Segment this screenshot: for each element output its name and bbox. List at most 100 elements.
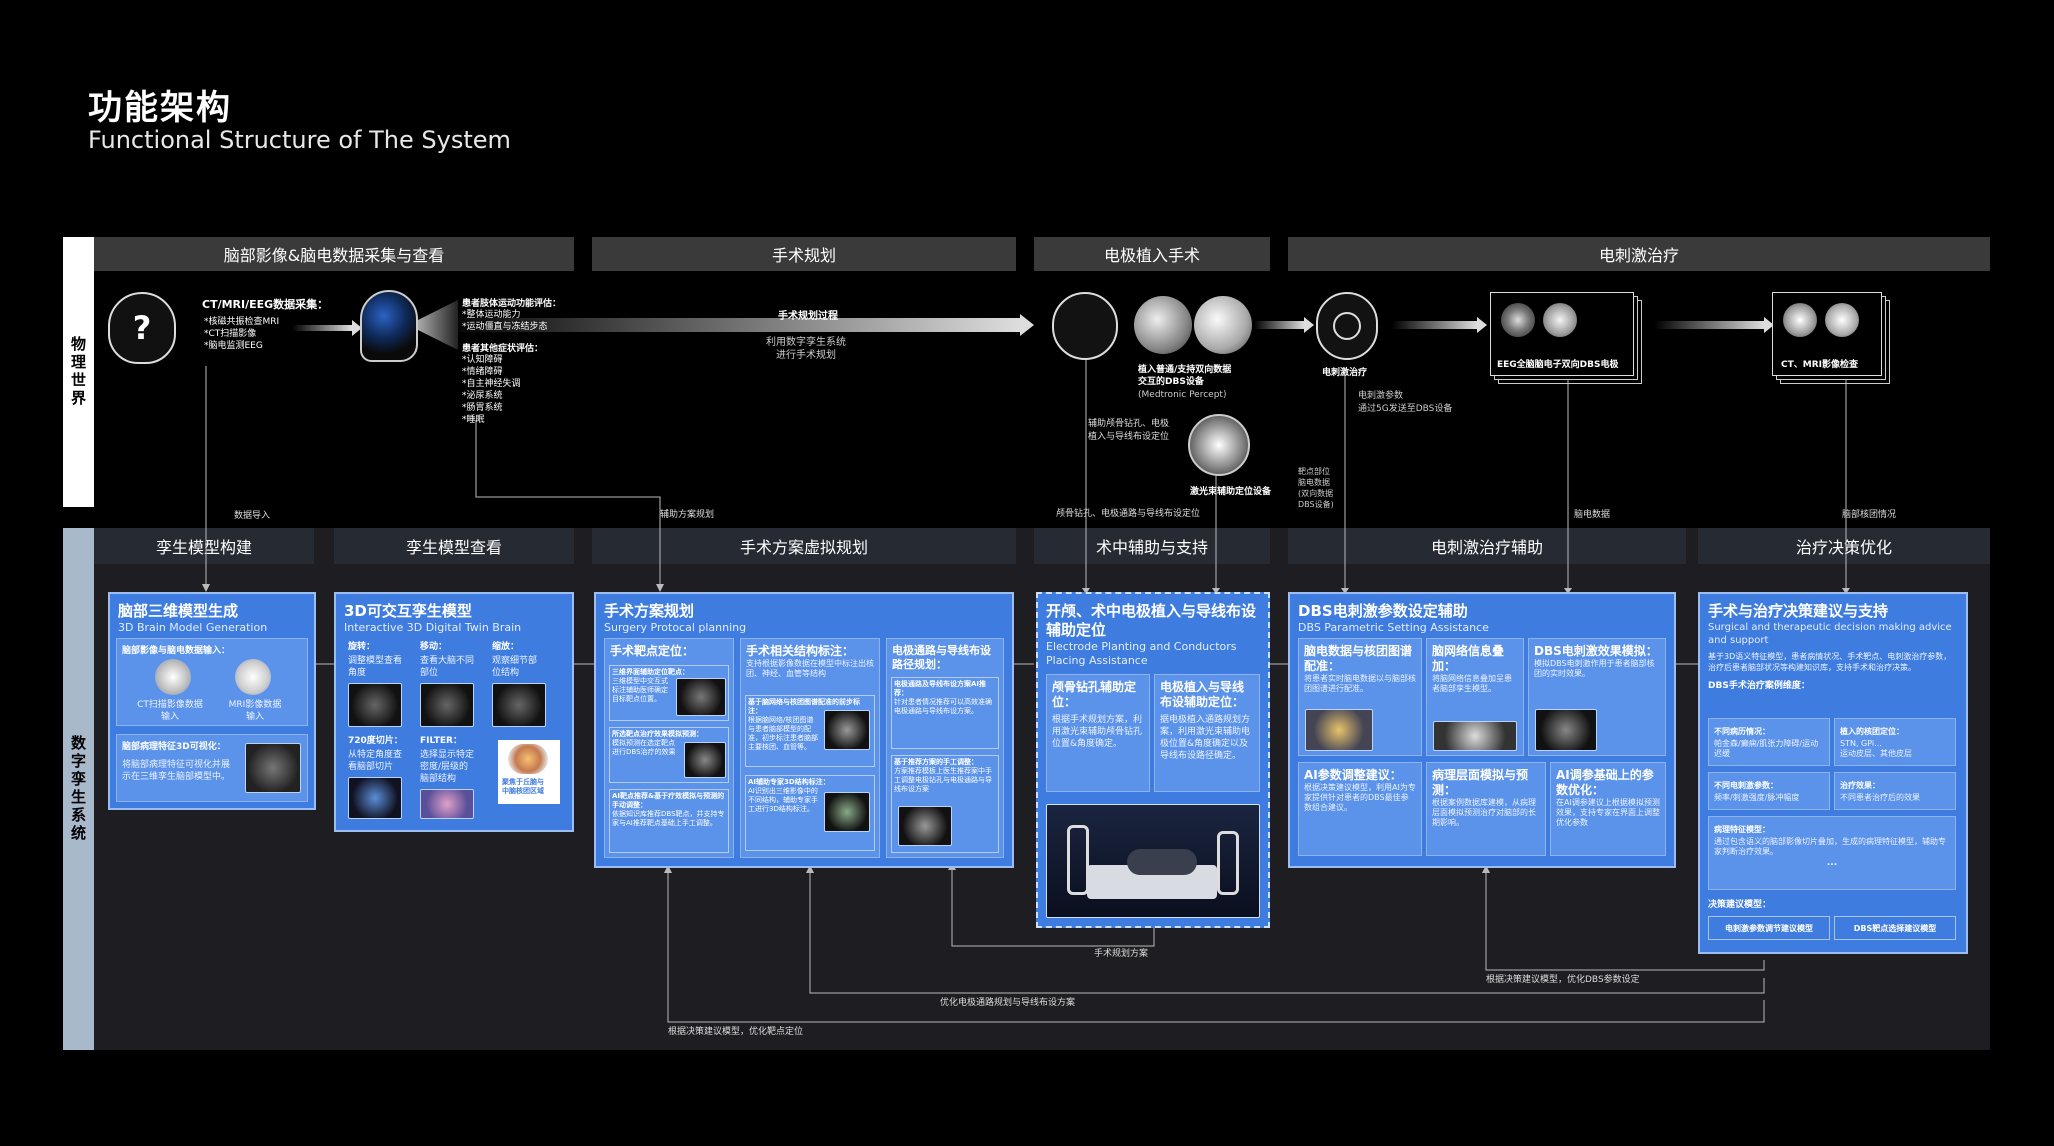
dbs-target-model-button[interactable]: DBS靶点选择建议模型 [1834,916,1956,940]
rotate-block[interactable]: 旋转： 调整模型查看 角度 [348,640,418,727]
b4-box[interactable]: 基于脑网络与核团图谱配准的前步标注： 根据脑网络/核团图谱与患者脑部模型的配准，… [745,695,875,767]
stim-sub: 电刺激参数 通过5G发送至DBS设备 [1358,391,1453,414]
p3-title: DBS电刺激效果模拟： [1534,644,1658,658]
other-item: *认知障碍 [462,355,503,365]
d5-text: 通过包含语义的脑部影像切片叠加，生成的病理特征模型，辅助专家判断治疗效果。 [1714,837,1946,856]
b1-thumbnail [676,678,726,716]
note-skull: 颅骨钻孔、电极通路与导线布设定位 [1056,509,1201,519]
card-dbs-param-setting[interactable]: DBS电刺激参数设定辅助 DBS Parametric Setting Assi… [1288,592,1676,868]
d1-box: 不同病历情况： 帕金森/癫痫/肌张力障碍/运动迟缓 [1708,718,1830,766]
b3-text: 依据知识库推荐DBS靶点，并支持专家与AI推荐靶点基础上手工调整。 [612,810,725,827]
motor-block: 患者肢体运动功能评估： *整体运动能力 *运动僵直与冻结步态 患者其他症状评估：… [462,296,561,426]
rotate-text: 调整模型查看 角度 [348,656,403,678]
page-title: 功能架构 [88,88,232,128]
b1-box[interactable]: 三维界面辅助定位靶点： 三维模型中交互式标注辅助医师确定目标靶点位置。 [609,665,729,721]
device-label: 植入普通/支持双向数据 交互的DBS设备 [1138,365,1232,387]
card-brain-model-generation[interactable]: 脑部三维模型生成 3D Brain Model Generation 脑部影像与… [108,592,316,810]
eeg-device-icon [1543,303,1577,337]
b3-box[interactable]: AI靶点推荐&基于疗效模拟与预测的手动调整： 依据知识库推荐DBS靶点，并支持专… [609,789,729,853]
col1-title: 手术靶点定位： [610,644,695,658]
electrode-assist-box: 电极植入与导线布设辅助定位： 据电极植入通路规划方案，利用激光束辅助电极位置&角… [1154,674,1260,792]
card-digital-twin-view[interactable]: 3D可交互孪生模型 Interactive 3D Digital Twin Br… [334,592,574,832]
slice-thumbnail [348,777,402,819]
mri-scanner-icon [1825,303,1859,337]
card3-title: 手术方案规划 [604,602,695,620]
card1-mri-label: MRI影像数据 输入 [228,700,282,722]
phase-header-stimulation: 电刺激治疗 [1288,237,1990,271]
card4-sub: Electrode Planting and Conductors Placin… [1046,640,1237,667]
drill-label: 辅助颅骨钻孔、电极 植入与导线布设定位 [1088,419,1170,442]
b4-thumbnail [824,710,870,750]
p4-box[interactable]: AI参数调整建议： 根据决策建议模型，利用AI为专家提供针对患者的DBS最佳参数… [1298,762,1422,856]
acq-item: *脑电监测EEG [204,341,263,351]
operating-room-image [1046,804,1260,918]
motor-item: *整体运动能力 [462,310,521,320]
note-nucleus: 脑部核团情况 [1842,510,1897,520]
stim-param-model-button[interactable]: 电刺激参数调节建议模型 [1708,916,1830,940]
structure-label-col: 手术相关结构标注： 支持根据影像数据在模型中标注出核团、神经、血管等结构 基于脑… [740,638,880,858]
p3-box[interactable]: DBS电刺激效果模拟： 模拟DBS电刺激作用于患者脑部核团的实时效果。 [1528,638,1666,756]
b6-box[interactable]: 电极通路及导线布设方案AI推荐： 针对患者情况推荐可以高效准确电极通路与导线布设… [891,677,999,749]
laser-label: 激光束辅助定位设备 [1190,487,1272,497]
phase-header-implant: 电极植入手术 [1034,237,1270,271]
p1-box[interactable]: 脑电数据与核团图谱配准： 将患者实时脑电数据以与脑部核团图谱进行配准。 [1298,638,1422,756]
card1-input-box: 脑部影像与脑电数据输入： CT扫描影像数据 输入 MRI影像数据 输入 [116,638,308,726]
d4-text: 不同患者治疗后的效果 [1840,793,1920,802]
other-item: *泌尿系统 [462,391,503,401]
b4-title: 基于脑网络与核团图谱配准的前步标注： [748,698,860,715]
card-surgery-plan[interactable]: 手术方案规划 Surgery Protocal planning 手术靶点定位：… [594,592,1014,868]
ct-scanner-icon [1783,303,1817,337]
card1-ct-label: CT扫描影像数据 输入 [137,700,203,722]
physical-row-label-bg [63,237,94,507]
d1-text: 帕金森/癫痫/肌张力障碍/运动迟缓 [1714,739,1819,758]
b2-box[interactable]: 所选靶点治疗效果模拟预测： 模拟预测在选定靶点进行DBS治疗的效果 [609,727,729,783]
card6-intro: 基于3D语义特征模型，患者病情状况、手术靶点、电刺激治疗参数，治疗后患者脑部状况… [1708,652,1952,672]
p6-box[interactable]: AI调参基础上的参数优化： 在AI调参建议上根据模拟预测效果，支持专家在界面上调… [1550,762,1666,856]
bar-model-view: 孪生模型查看 [334,528,574,564]
physical-region-bg [63,237,1990,507]
patient-body [1127,849,1197,875]
p2-text: 将脑网络信息叠加呈患者脑部孪生模型。 [1432,674,1512,693]
d2-text: STN, GPi... 运动皮层、其他皮层 [1840,739,1912,758]
slice-block[interactable]: 720度切片： 从特定角度查 看脑部切片 [348,734,420,819]
acq-item: *CT扫描影像 [204,329,257,339]
b2-thumbnail [684,742,726,778]
model-title: 决策建议模型： [1708,900,1772,910]
card-decision-support[interactable]: 手术与治疗决策建议与支持 Surgical and therapeutic de… [1698,592,1968,954]
b5-thumbnail [824,792,870,832]
card-intraop-assist[interactable]: 开颅、术中电极植入与导线布设辅助定位 Electrode Planting an… [1036,592,1270,928]
move-block[interactable]: 移动： 查看大脑不同 部位 [420,640,490,727]
eeg-cap-icon [1501,303,1535,337]
card3-sub: Surgery Protocal planning [604,621,747,634]
filter-block[interactable]: FILTER： 选择显示特定 密度/层级的 脑部结构 [420,734,494,819]
b7-box[interactable]: 基于推荐方案的手工调整： 方案推荐模板上医生推荐案中手工调整电极钻孔与电极通路与… [891,755,999,853]
physical-row-label: 物理世界 [69,336,87,408]
card5-sub: DBS Parametric Setting Assistance [1298,621,1489,634]
eeg-label: EEG全脑脑电子双向DBS电极 [1497,360,1619,370]
a1-title: 颅骨钻孔辅助定位： [1052,680,1137,709]
p2-thumbnail [1433,721,1517,751]
p2-box[interactable]: 脑网络信息叠加： 将脑网络信息叠加呈患者脑部孪生模型。 [1426,638,1524,756]
bar-intraop: 术中辅助与支持 [1034,528,1270,564]
zoom-block[interactable]: 缩放： 观察细节部 位结构 [492,640,564,727]
stim-ring-icon [1333,312,1361,340]
move-text: 查看大脑不同 部位 [420,656,475,678]
card5-title: DBS电刺激参数设定辅助 [1298,602,1468,620]
d2-box: 植入的核团定位： STN, GPi... 运动皮层、其他皮层 [1834,718,1956,766]
motor-title: 患者肢体运动功能评估： [462,299,562,309]
ct-icon [155,659,191,695]
b2-title: 所选靶点治疗效果模拟预测： [612,730,703,738]
plan-sub: 利用数字孪生系统 进行手术规划 [766,337,846,361]
zoom-text: 观察细节部 位结构 [492,656,538,678]
b5-box[interactable]: AI辅助专家3D结构标注： AI识别出三维影像中的不同结构，辅助专家手工进行3D… [745,775,875,851]
robot-arm-left [1067,825,1089,895]
p5-box[interactable]: 病理层面模拟与预测： 根据案例数据库建模，从病理层面模拟预测治疗对脑部的长期影响… [1426,762,1546,856]
robot-arm-right [1217,831,1239,895]
eeg-panel: EEG全脑脑电子双向DBS电极 [1490,292,1634,376]
b1-title: 三维界面辅助定位靶点： [612,668,689,676]
bar-virtual-plan: 手术方案虚拟规划 [592,528,1016,564]
mini-brain-text: 聚焦于丘脑与 中脑核团区域 [502,778,544,795]
brain-3d-thumbnail [245,743,301,793]
card6-title: 手术与治疗决策建议与支持 [1708,602,1889,620]
digital-row-label-bg [63,528,94,1050]
